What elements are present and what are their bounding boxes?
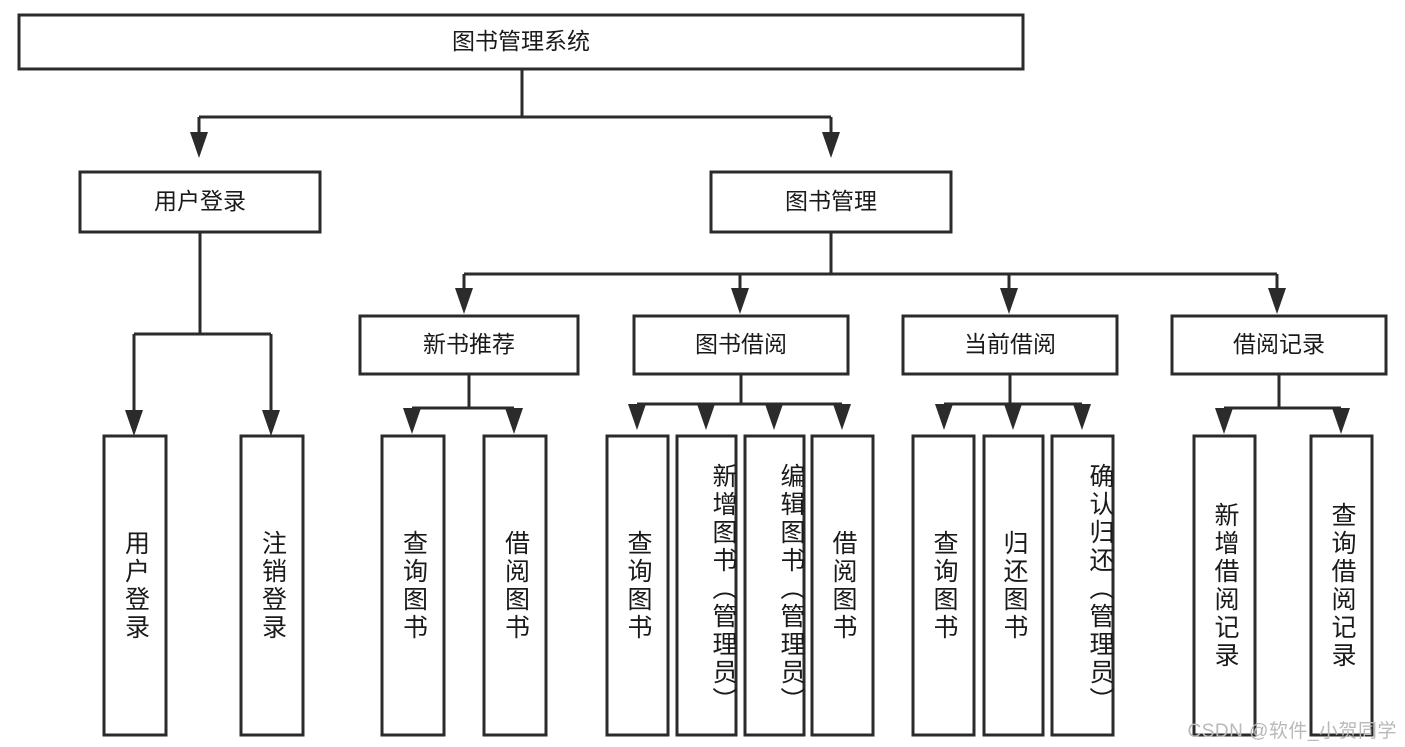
arrow-head-book-borrow (731, 288, 749, 314)
node-book-borrow-box[interactable] (632, 314, 850, 376)
node-current-borrow[interactable]: 当前借阅 (901, 314, 1119, 376)
arrow-head-book-management (822, 132, 840, 158)
node-new-book-recommend-label: 新书推荐 (423, 331, 515, 357)
node-leaf-query-record-box[interactable] (1309, 434, 1374, 737)
node-current-borrow-box[interactable] (901, 314, 1119, 376)
arrow-head-current-borrow (1000, 288, 1018, 314)
arrow-head-leaf-return-book (1004, 404, 1022, 430)
node-book-borrow-label: 图书借阅 (695, 331, 787, 357)
arrow-head-leaf-query-book-3 (935, 404, 953, 430)
arrow-head-leaf-logout-login (262, 410, 280, 436)
connector-book-management-to-level3 (455, 232, 1286, 314)
node-leaf-logout-login-box[interactable] (239, 434, 305, 737)
connector-borrow-record-to-leaves (1215, 374, 1350, 434)
connector-book-borrow-to-leaves (628, 374, 851, 430)
node-book-borrow[interactable]: 图书借阅 (632, 314, 850, 376)
node-leaf-confirm-return-box[interactable] (1050, 434, 1115, 737)
node-borrow-record[interactable]: 借阅记录 (1170, 314, 1388, 376)
arrow-head-new-book-recommend (455, 288, 473, 314)
node-leaf-borrow-book-2-box[interactable] (810, 434, 875, 737)
node-root[interactable]: 图书管理系统 (17, 13, 1025, 71)
connector-user-login-to-leaves (125, 232, 280, 436)
node-current-borrow-label: 当前借阅 (964, 331, 1056, 357)
node-user-login-label: 用户登录 (154, 188, 246, 214)
connector-current-borrow-to-leaves (935, 374, 1091, 430)
node-leaf-borrow-book-1-box[interactable] (482, 434, 548, 737)
node-book-management[interactable]: 图书管理 (709, 170, 953, 234)
arrow-head-user-login (190, 132, 208, 158)
node-user-login[interactable]: 用户登录 (78, 170, 322, 234)
arrow-head-leaf-add-record (1215, 408, 1233, 434)
node-new-book-recommend-box[interactable] (358, 314, 580, 376)
node-borrow-record-box[interactable] (1170, 314, 1388, 376)
node-leaf-add-book-box[interactable] (675, 434, 738, 737)
arrow-head-leaf-query-record (1332, 408, 1350, 434)
csdn-watermark: CSDN @软件_小贺同学 (1187, 721, 1397, 742)
connector-root-to-level2 (190, 68, 840, 158)
node-root-label: 图书管理系统 (452, 28, 590, 54)
node-leaf-user-login-box[interactable] (102, 434, 168, 737)
node-leaf-query-book-2-box[interactable] (605, 434, 670, 737)
node-leaf-query-book-1-box[interactable] (380, 434, 446, 737)
node-new-book-recommend[interactable]: 新书推荐 (358, 314, 580, 376)
arrow-head-leaf-confirm-return (1073, 404, 1091, 430)
arrow-head-leaf-borrow-book-2 (833, 404, 851, 430)
node-root-box[interactable] (17, 13, 1025, 71)
node-user-login-box[interactable] (78, 170, 322, 234)
node-leaf-add-record-box[interactable] (1192, 434, 1257, 737)
connector-new-book-recommend-to-leaves (403, 374, 523, 434)
node-borrow-record-label: 借阅记录 (1233, 331, 1325, 357)
node-leaf-edit-book-box[interactable] (743, 434, 806, 737)
arrow-head-leaf-user-login (125, 410, 143, 436)
node-book-management-label: 图书管理 (785, 188, 877, 214)
arrow-head-leaf-borrow-book-1 (505, 408, 523, 434)
node-leaf-query-book-3-box[interactable] (911, 434, 976, 737)
arrow-head-leaf-query-book-2 (628, 404, 646, 430)
arrow-head-borrow-record (1268, 288, 1286, 314)
arrow-head-leaf-add-book (697, 404, 715, 430)
arrow-head-leaf-query-book-1 (403, 408, 421, 434)
node-leaf-return-book-box[interactable] (982, 434, 1045, 737)
arrow-head-leaf-edit-book (765, 404, 783, 430)
